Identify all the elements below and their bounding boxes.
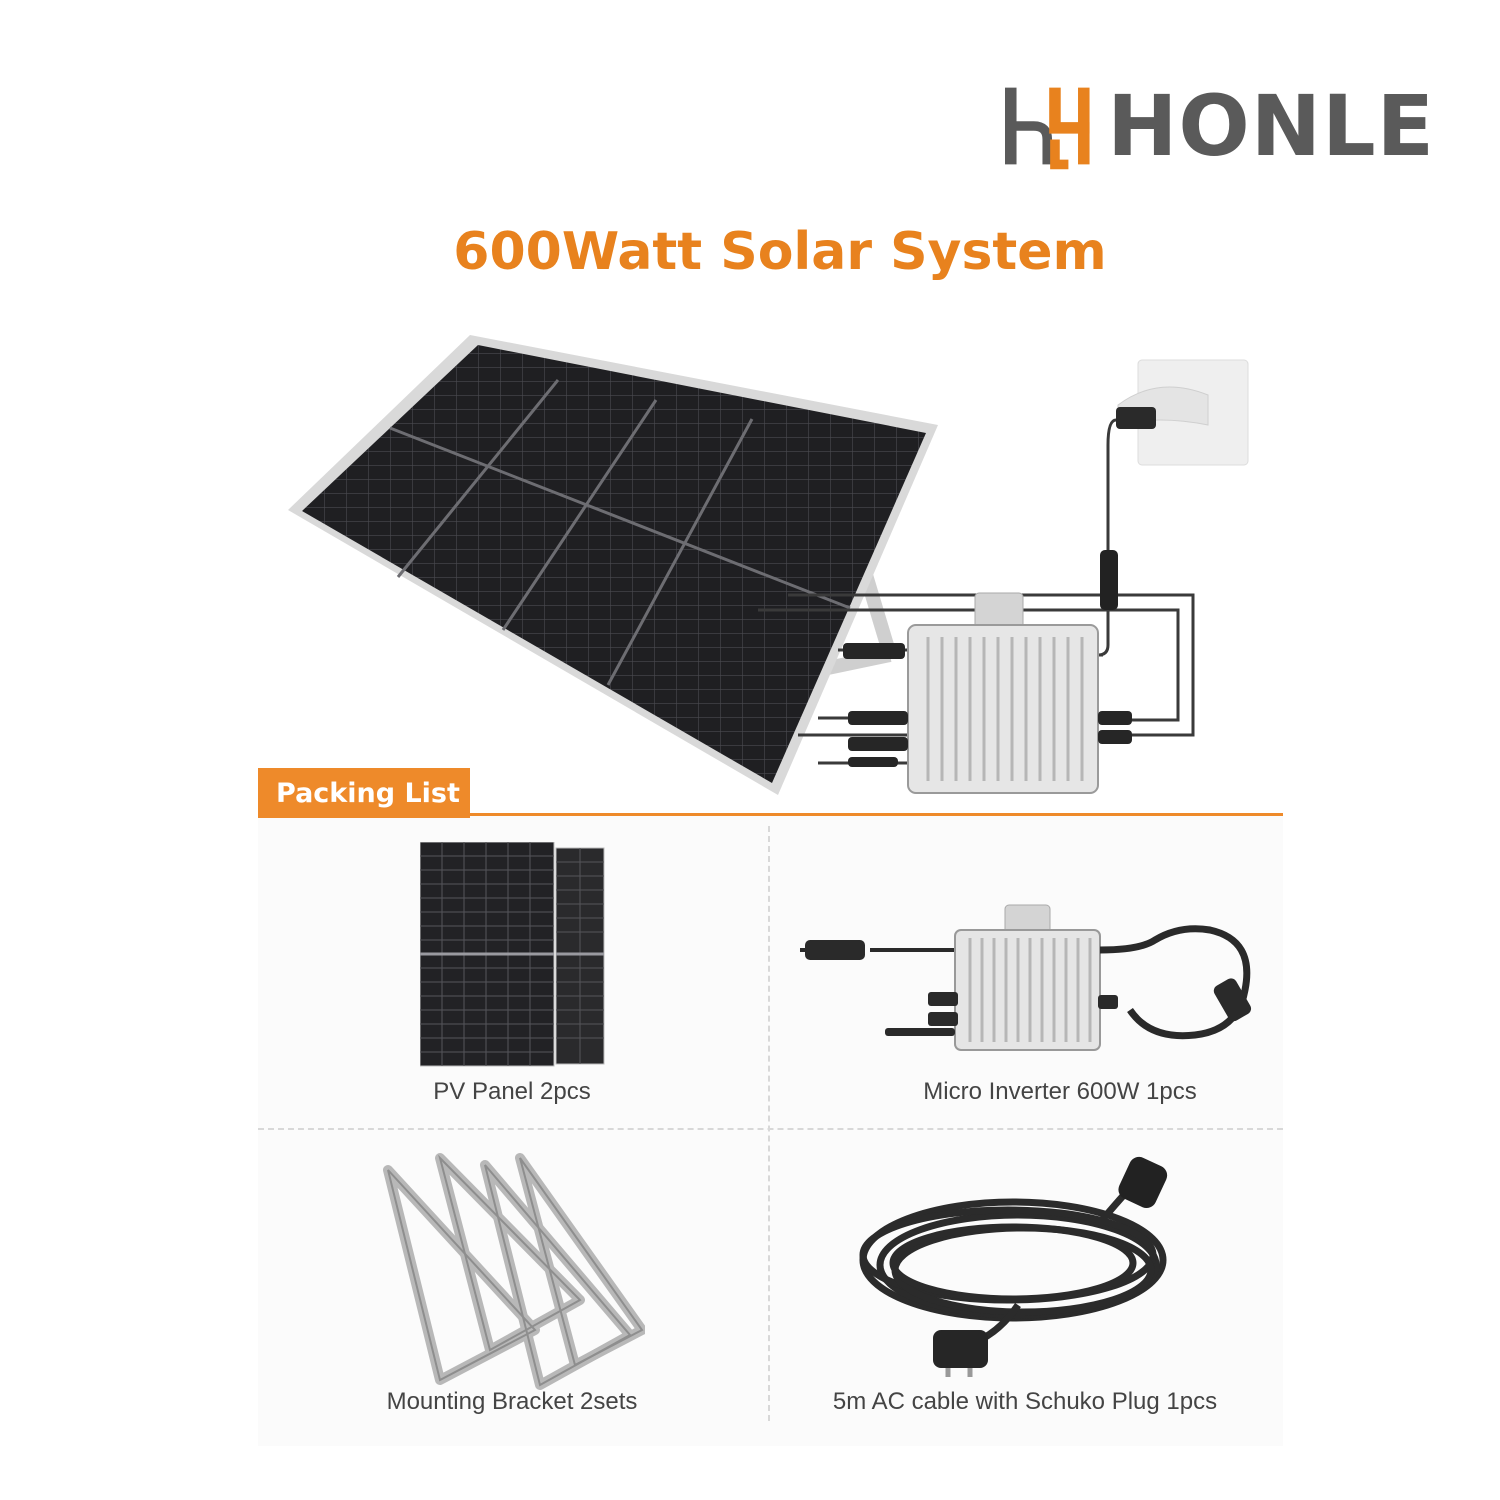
- wall-socket-icon: [1116, 359, 1249, 466]
- item-label-ac-cable: 5m AC cable with Schuko Plug 1pcs: [832, 1388, 1218, 1415]
- page-title: 600Watt Solar System: [453, 222, 1107, 282]
- mounting-bracket-icon: [383, 1153, 645, 1390]
- grid-divider-horizontal: [258, 1128, 1283, 1130]
- h4-logo-icon: [1005, 87, 1090, 170]
- micro-inverter-hero-icon: [843, 592, 1132, 794]
- solar-panel-icon: [420, 842, 605, 1067]
- solar-panel-large-icon: [288, 335, 938, 795]
- system-illustration: [288, 335, 1249, 795]
- micro-inverter-icon: [800, 904, 1252, 1051]
- brand-name: HONLE: [1107, 77, 1435, 175]
- ac-cable-icon: [859, 1156, 1168, 1377]
- packing-list-rule: [258, 813, 1283, 816]
- grid-divider-vertical: [768, 826, 770, 1421]
- packing-list-title: Packing List: [258, 768, 470, 818]
- item-label-pv-panel: PV Panel 2pcs: [433, 1078, 591, 1105]
- brand-logo: HONLE: [1005, 80, 1435, 172]
- item-label-micro-inverter: Micro Inverter 600W 1pcs: [923, 1078, 1197, 1105]
- item-label-mounting-bracket: Mounting Bracket 2sets: [386, 1388, 638, 1415]
